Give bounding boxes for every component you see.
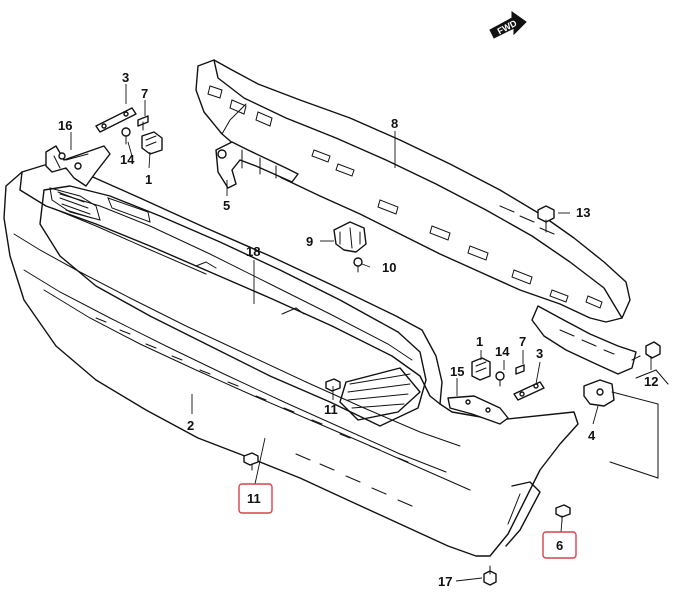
callout-6-highlight[interactable]: 6 [542, 531, 577, 559]
callout-3-right: 3 [536, 346, 543, 361]
screw-17 [483, 565, 497, 586]
screw-10 [353, 257, 363, 273]
strip-3-left [95, 107, 137, 133]
highlight-box-11 [238, 483, 273, 514]
screw-7-left [137, 115, 149, 131]
callout-16: 16 [58, 118, 72, 133]
clip-1-right [471, 357, 491, 381]
callout-1-left: 1 [145, 172, 152, 187]
screw-11-upper [325, 378, 341, 392]
bracket-16 [45, 145, 111, 187]
callout-13: 13 [576, 205, 590, 220]
bracket-5 [215, 141, 299, 189]
callout-10: 10 [382, 260, 396, 275]
callout-14-left: 14 [120, 152, 135, 167]
screw-14-left [121, 127, 131, 145]
callout-7-left: 7 [141, 86, 148, 101]
bumper-reinforcement [195, 59, 637, 375]
callout-17: 17 [438, 574, 452, 589]
callout-3-left: 3 [122, 70, 129, 85]
callout-7-right: 7 [519, 334, 526, 349]
callout-6: 6 [556, 538, 563, 553]
callout-14-right: 14 [495, 344, 510, 359]
bracket-4 [583, 379, 615, 407]
forward-arrow-icon: FWD [489, 11, 527, 39]
callout-1-right: 1 [476, 334, 483, 349]
screw-7-right [515, 364, 525, 375]
callout-8: 8 [391, 116, 398, 131]
callout-11-lower: 11 [247, 491, 261, 506]
screw-11-lower [243, 452, 259, 471]
screw-14-right [495, 371, 505, 387]
callout-11-lower-highlight[interactable]: 11 [238, 483, 273, 514]
callout-11-upper: 11 [324, 402, 338, 417]
clip-9 [333, 221, 367, 253]
leader-lines [70, 84, 652, 582]
nut-13 [537, 205, 555, 233]
callout-18: 18 [246, 244, 260, 259]
screw-6 [555, 504, 571, 523]
strip-15 [447, 395, 509, 425]
callout-5: 5 [223, 198, 230, 213]
clip-1-left [141, 131, 163, 155]
highlight-box-6 [542, 531, 577, 559]
nut-12 [631, 341, 661, 361]
callout-12: 12 [644, 374, 658, 389]
strip-3-right [513, 381, 545, 401]
callout-2: 2 [187, 418, 194, 433]
phantom-lines [609, 369, 669, 479]
callout-15: 15 [450, 364, 464, 379]
callout-9: 9 [306, 234, 313, 249]
bumper-cover [3, 163, 579, 557]
callout-4: 4 [588, 428, 596, 443]
